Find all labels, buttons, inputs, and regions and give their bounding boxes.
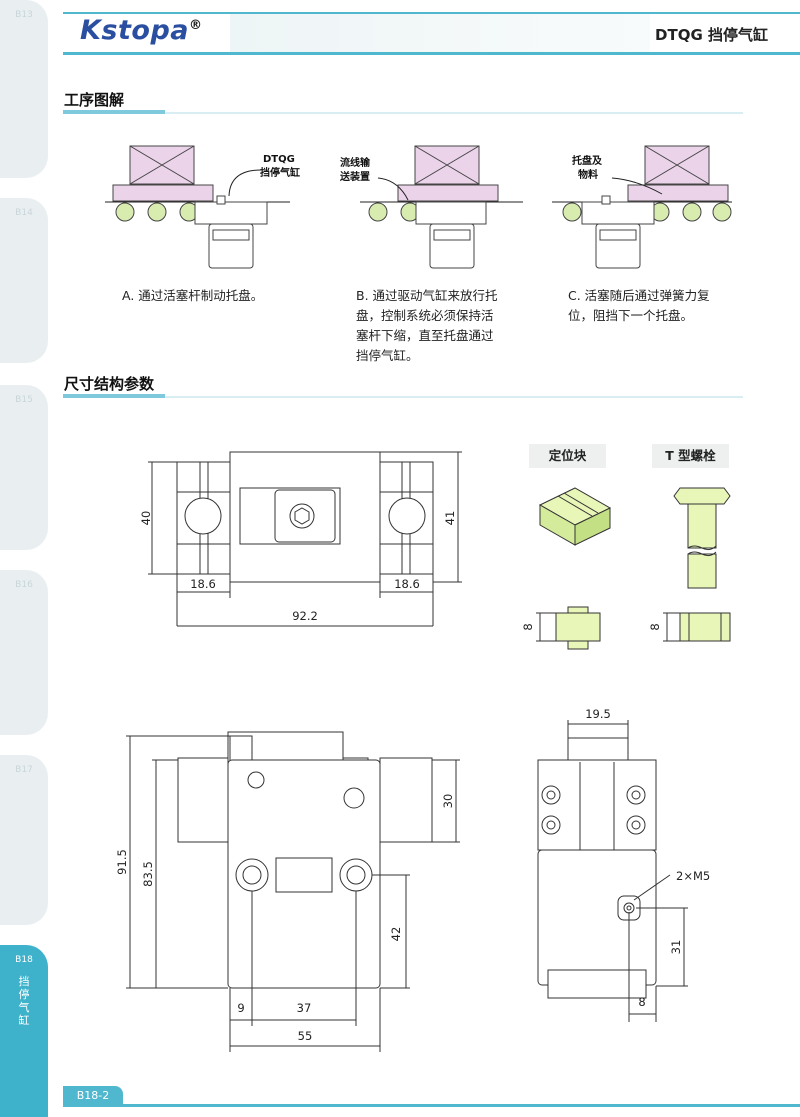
callout-c-line1: 托盘及 — [572, 154, 603, 167]
dim-front-55: 55 — [298, 1029, 313, 1043]
side-tab-code: B18 — [15, 955, 33, 965]
side-tab-code: B16 — [15, 580, 33, 590]
dim-locator-8: 8 — [521, 623, 535, 630]
top-view-drawing: 40 41 18.6 18.6 92.2 — [139, 451, 462, 627]
callout-c-line2: 物料 — [578, 168, 598, 181]
caption-a: A. 通过活塞杆制动托盘。 — [122, 286, 263, 306]
section-accent-bar — [63, 394, 165, 398]
caption-b-line: B. 通过驱动气缸来放行托 — [356, 288, 498, 303]
part-label-locator: 定位块 — [529, 444, 606, 468]
side-tab-b16[interactable]: B16 — [0, 570, 48, 735]
callout-a-line1: DTQG — [263, 154, 295, 165]
side-tab-strip: B13 B14 B15 B16 B17 B18 挡停气缸 — [0, 0, 48, 1117]
side-tab-b18[interactable]: B18 挡停气缸 — [0, 945, 48, 1117]
caption-c-line: C. 活塞随后通过弹簧力复 — [568, 288, 710, 303]
caption-c: C. 活塞随后通过弹簧力复 位，阻挡下一个托盘。 — [568, 286, 710, 326]
side-tab-label: 挡停气缸 — [18, 975, 30, 1027]
process-diagram-a: DTQG 挡停气缸 — [105, 145, 300, 269]
callout-b-line1: 流线输 — [340, 156, 371, 169]
front-view-drawing: 91.5 83.5 30 42 9 37 55 — [115, 731, 460, 1052]
registered-mark: ® — [189, 18, 203, 33]
dim-side-19-5: 19.5 — [585, 707, 611, 721]
process-diagram-c: 托盘及 物料 — [552, 145, 732, 269]
caption-c-line: 位，阻挡下一个托盘。 — [568, 308, 694, 323]
dim-front-30: 30 — [441, 794, 455, 809]
side-tab-b14[interactable]: B14 — [0, 198, 48, 363]
part-label-tbolt: T 型螺栓 — [652, 444, 729, 468]
side-tab-code: B15 — [15, 395, 33, 405]
side-tab-code: B14 — [15, 208, 33, 218]
header-top-rule — [63, 12, 800, 14]
dim-top-total: 92.2 — [292, 609, 318, 623]
dim-tbolt-8: 8 — [648, 623, 662, 630]
dim-front-9: 9 — [237, 1001, 244, 1015]
dim-top-right-width: 18.6 — [394, 577, 420, 591]
tbolt-side-drawing: 8 — [648, 612, 731, 642]
caption-a-line: A. 通过活塞杆制动托盘。 — [122, 288, 264, 303]
side-tab-b17[interactable]: B17 — [0, 755, 48, 925]
section-rule — [63, 396, 743, 398]
footer-rule — [63, 1104, 800, 1107]
dim-top-41: 41 — [443, 511, 457, 526]
caption-b-line: 挡停气缸。 — [356, 348, 419, 363]
locator-block-drawing — [538, 487, 612, 546]
page-number-badge: B18-2 — [63, 1086, 123, 1106]
side-tab-b13[interactable]: B13 — [0, 0, 48, 178]
section-accent-bar — [63, 110, 165, 114]
dim-top-40: 40 — [139, 511, 153, 526]
locator-side-drawing: 8 — [521, 606, 601, 650]
dim-top-left-width: 18.6 — [190, 577, 216, 591]
dim-side-8: 8 — [638, 995, 645, 1009]
dim-front-83-5: 83.5 — [141, 861, 155, 887]
caption-b: B. 通过驱动气缸来放行托 盘，控制系统必须保持活 塞杆下缩，直至托盘通过 挡停… — [356, 286, 498, 366]
section-title-dimensions: 尺寸结构参数 — [64, 375, 155, 393]
section-rule — [63, 112, 743, 114]
side-view-drawing: 2×M5 19.5 31 8 — [537, 707, 710, 1022]
side-tab-b15[interactable]: B15 — [0, 385, 48, 550]
header-bottom-rule — [63, 52, 800, 55]
dim-front-37: 37 — [297, 1001, 312, 1015]
logo-text: Kstopa — [80, 15, 189, 46]
side-tab-code: B13 — [15, 10, 33, 20]
tbolt-drawing — [673, 487, 731, 589]
header-shade — [230, 14, 650, 52]
dim-front-42: 42 — [389, 927, 403, 942]
callout-a-line2: 挡停气缸 — [260, 166, 300, 179]
callout-b-line2: 送装置 — [339, 170, 370, 183]
logo-box — [63, 14, 223, 52]
side-tab-code: B17 — [15, 765, 33, 775]
caption-b-line: 塞杆下缩，直至托盘通过 — [356, 328, 494, 343]
dim-side-31: 31 — [669, 940, 683, 955]
caption-b-line: 盘，控制系统必须保持活 — [356, 308, 494, 323]
process-diagram-b: 流线输 送装置 — [339, 145, 523, 269]
page-title: DTQG 挡停气缸 — [655, 26, 768, 44]
dim-side-thread: 2×M5 — [676, 869, 710, 883]
dim-front-91-5: 91.5 — [115, 849, 129, 875]
section-title-process: 工序图解 — [64, 91, 125, 109]
brand-logo: Kstopa® — [80, 15, 203, 46]
